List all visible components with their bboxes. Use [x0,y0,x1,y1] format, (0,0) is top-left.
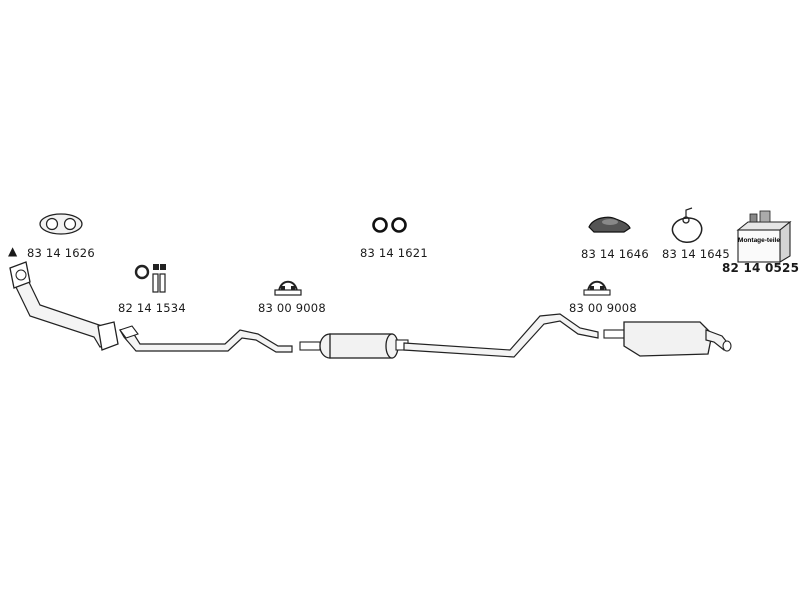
part-number-gasket: 83 14 1626 [27,246,95,260]
front-down-pipe [9,261,119,351]
pipe-clamp-icon [583,280,611,296]
intermediate-pipe [403,313,599,358]
part-number-studs: 82 14 1534 [118,301,186,315]
part-number-clamp-left: 83 00 9008 [258,301,326,315]
part-number-mounting-kit: 82 14 0525 [722,261,800,275]
warning-triangle-icon: ▲ [8,244,18,258]
front-pipe [119,325,293,353]
rear-muffler [603,321,732,357]
pipe-clamp-icon [274,280,302,296]
part-number-rubber-mount: 83 14 1646 [581,247,649,261]
rubber-mount-icon [588,216,631,233]
mounting-kit-box-icon: Montage-teile [736,210,792,263]
flange-gasket-icon [39,213,83,235]
studs-and-nuts-icon [134,264,166,293]
hanger-strap-icon [671,207,703,243]
mounting-kit-box-text: Montage-teile [738,237,780,244]
part-number-hanger: 83 14 1645 [662,247,730,261]
part-number-rings: 83 14 1621 [360,246,428,260]
part-number-clamp-right: 83 00 9008 [569,301,637,315]
sealing-rings-icon [372,217,407,233]
centre-muffler [299,333,409,359]
